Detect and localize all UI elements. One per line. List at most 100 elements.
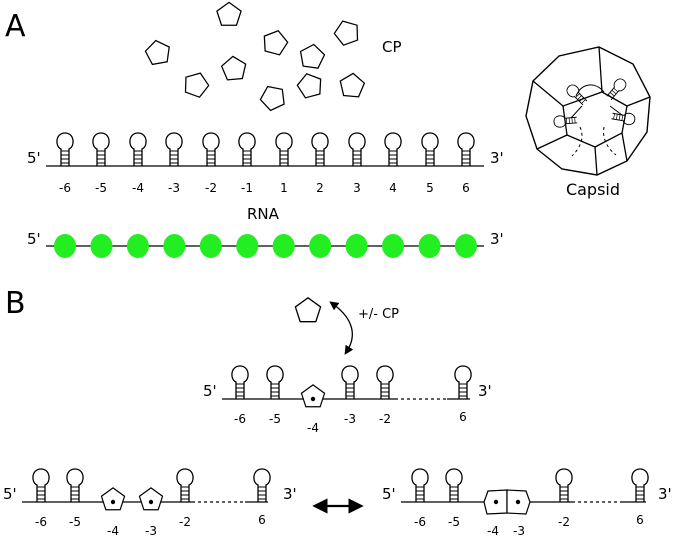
position-label: -6	[234, 412, 246, 426]
coat-protein-pentagon	[294, 70, 325, 100]
bound-coat-protein	[138, 487, 164, 511]
rna-bead	[382, 234, 405, 258]
rna-bead	[90, 234, 113, 258]
hairpin	[457, 132, 475, 167]
panel-a-label: A	[5, 9, 26, 44]
position-label: 1	[280, 181, 288, 195]
position-label: -6	[59, 181, 71, 195]
position-label: 4	[389, 181, 397, 195]
coat-protein-pentagon	[220, 54, 248, 81]
hairpin	[266, 365, 284, 400]
rna-bead	[418, 234, 441, 258]
bound-marker-dot	[515, 499, 521, 505]
position-label: 6	[636, 513, 644, 527]
hairpin	[421, 132, 439, 167]
position-label: -3	[513, 524, 525, 538]
rna-bead	[236, 234, 259, 258]
bound-coat-protein	[300, 384, 326, 408]
capsid-edges	[532, 46, 651, 176]
hairpin	[238, 132, 256, 167]
capsid-label: Capsid	[566, 180, 620, 199]
single-bound-strand: 5' 3' -6 -5 -4 -3 -2 6	[203, 365, 492, 435]
hairpin	[341, 365, 359, 400]
hairpin	[231, 365, 249, 400]
strand-5prime-label: 5'	[382, 485, 396, 503]
position-label: -2	[205, 181, 217, 195]
position-label: -2	[179, 515, 191, 529]
position-label: 2	[316, 181, 324, 195]
rna-5prime-label: 5'	[27, 149, 41, 167]
position-label: -6	[414, 515, 426, 529]
bound-marker-dot	[493, 499, 499, 505]
double-bound-strand-separated: 5' 3' -6 -5 -4 -3 -2 6	[3, 468, 297, 538]
hairpin	[411, 468, 429, 503]
coat-protein-pentagon	[143, 37, 173, 66]
hairpin	[129, 132, 147, 167]
bound-marker-dot	[310, 396, 316, 402]
hairpin	[32, 468, 50, 503]
bead-3prime-label: 3'	[490, 230, 504, 248]
rna-hairpin-strand: 5' 3'	[27, 132, 504, 167]
position-labels: -6 -5 -4 -3 -2 -1 1 2 3 4 5 6	[59, 181, 470, 195]
position-label: 6	[258, 513, 266, 527]
position-label: -5	[269, 412, 281, 426]
hairpin	[384, 132, 402, 167]
strand-3prime-label: 3'	[658, 485, 672, 503]
strand-3prime-label: 3'	[478, 382, 492, 400]
hairpin	[376, 365, 394, 400]
cp-arrow-label: +/- CP	[358, 307, 399, 322]
hairpin	[92, 132, 110, 167]
coat-protein-pentagon	[260, 27, 291, 57]
position-label: 6	[459, 410, 467, 424]
hairpin	[176, 468, 194, 503]
coat-protein-pentagon	[297, 42, 327, 70]
rna-3prime-label: 3'	[490, 149, 504, 167]
hairpin	[275, 132, 293, 167]
coat-protein-pentagon	[256, 80, 289, 114]
hairpin	[253, 468, 271, 503]
strand-3prime-label: 3'	[283, 485, 297, 503]
coat-protein-pentagon	[216, 1, 242, 26]
position-label: -2	[558, 515, 570, 529]
position-label: -3	[168, 181, 180, 195]
hairpin	[348, 132, 366, 167]
coat-protein-pentagon	[330, 16, 363, 48]
cp-binding-arrow	[329, 301, 354, 355]
rna-bead	[454, 234, 477, 258]
cp-label: CP	[382, 38, 402, 56]
position-label: -2	[379, 412, 391, 426]
hairpin	[454, 365, 472, 400]
rna-bead	[54, 234, 76, 258]
position-label: -4	[307, 421, 319, 435]
double-bound-strand-adjacent: 5' 3' -6 -5 -4 -3 -2 6	[382, 468, 672, 538]
free-coat-proteins	[143, 1, 366, 114]
position-label: 5	[426, 181, 434, 195]
hairpin	[202, 132, 220, 167]
position-label: -4	[107, 524, 119, 538]
bound-marker-dot	[110, 499, 116, 505]
capsid-dashed-rna	[571, 126, 617, 157]
bead-5prime-label: 5'	[27, 230, 41, 248]
position-label: 3	[353, 181, 361, 195]
strand-5prime-label: 5'	[203, 382, 217, 400]
free-coat-protein-pentagon	[294, 297, 322, 323]
hairpin	[165, 132, 183, 167]
rna-bead-strand: 5' 3'	[27, 230, 504, 258]
position-label: -3	[344, 412, 356, 426]
capsid-diagram	[525, 46, 651, 176]
rna-bead	[272, 234, 295, 258]
rna-bead	[345, 234, 368, 258]
coat-protein-pentagon	[180, 68, 213, 100]
position-label: -5	[69, 515, 81, 529]
position-label: -4	[487, 524, 499, 538]
panel-b-label: B	[5, 286, 26, 321]
capsid-internal-rna	[570, 84, 623, 119]
rna-bead	[126, 234, 149, 258]
hairpin	[631, 468, 649, 503]
strand-5prime-label: 5'	[3, 485, 17, 503]
hairpin	[66, 468, 84, 503]
bound-coat-protein	[100, 487, 126, 511]
position-label: -3	[145, 524, 157, 538]
hairpin	[311, 132, 329, 167]
